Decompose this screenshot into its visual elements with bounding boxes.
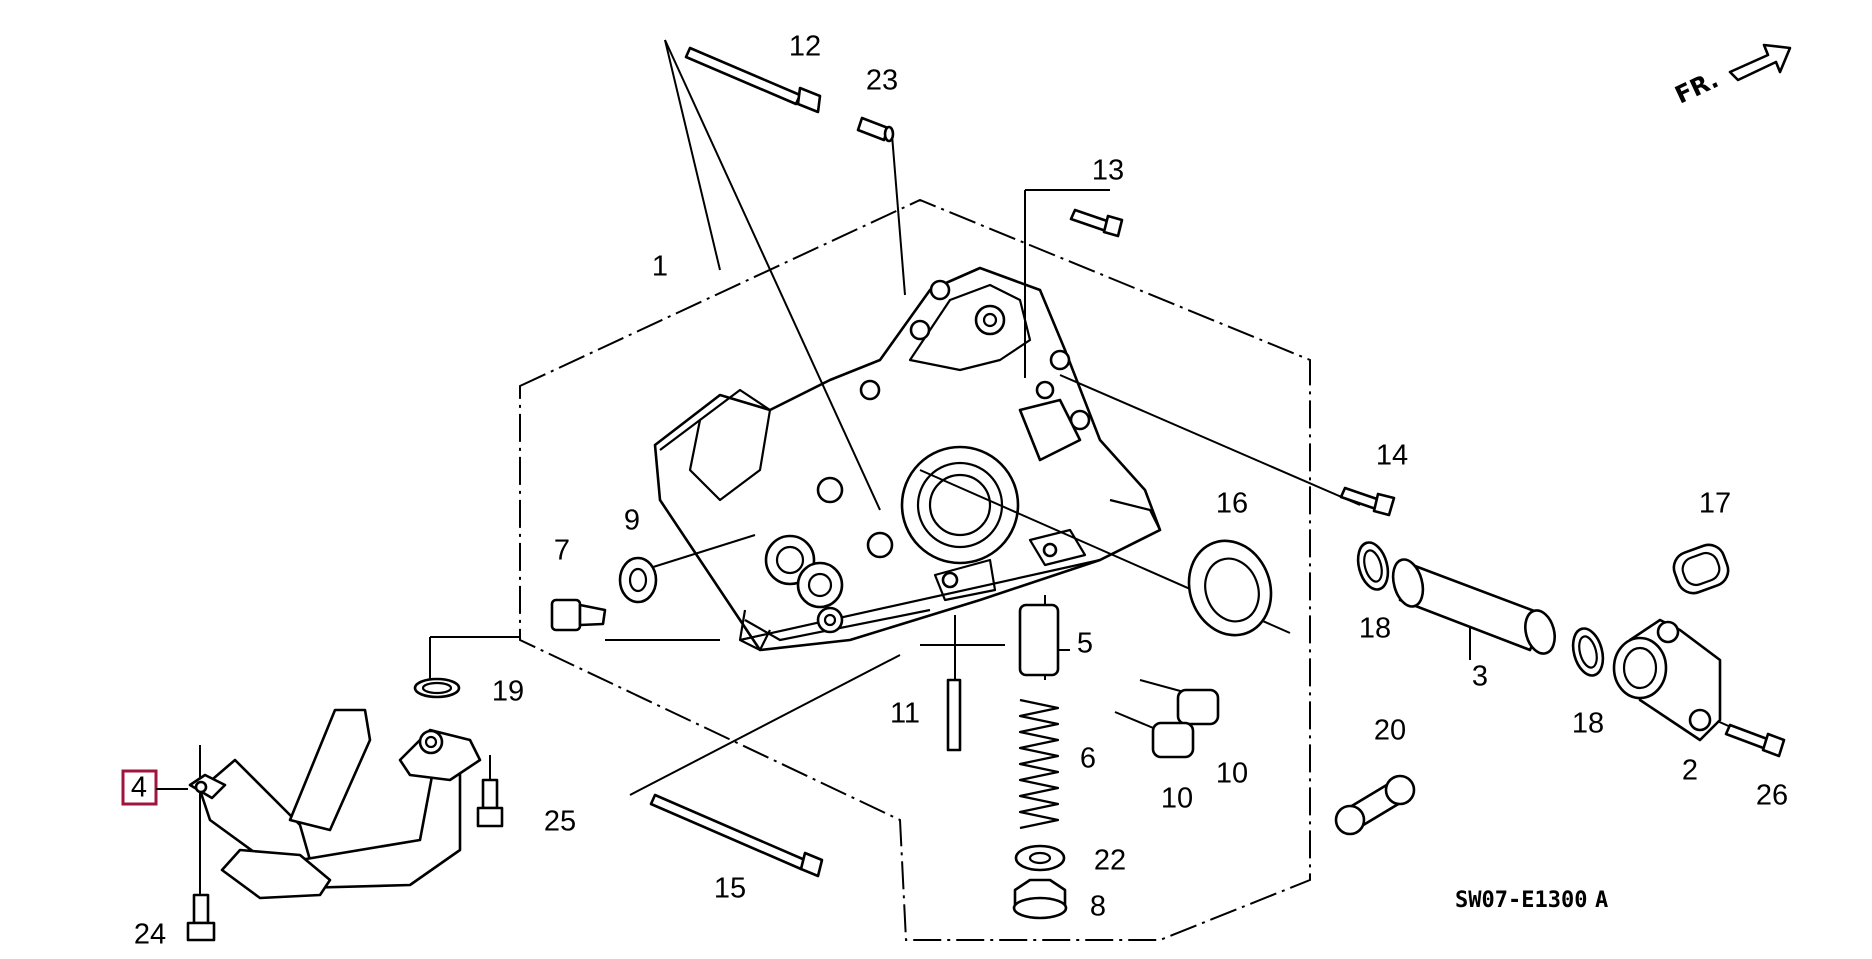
oil-seal-16[interactable]	[1176, 529, 1284, 647]
highlighted-part-4[interactable]: 4	[121, 769, 188, 806]
label-part-18a: 18	[1359, 613, 1391, 645]
label-part-17: 17	[1699, 488, 1731, 520]
bolt-25[interactable]	[476, 778, 504, 828]
label-part-11: 11	[890, 698, 920, 730]
oil-pump-body[interactable]	[653, 266, 1162, 652]
label-part-10a: 10	[1216, 758, 1248, 790]
bolt-15[interactable]	[649, 793, 824, 878]
label-part-25: 25	[544, 806, 576, 838]
assembly-boundary	[519, 198, 1311, 941]
label-part-16: 16	[1216, 488, 1248, 520]
oil-strainer-4[interactable]	[188, 708, 482, 900]
label-part-15: 15	[714, 873, 746, 905]
o-ring-18-right[interactable]	[1568, 625, 1607, 679]
bolt-12[interactable]	[684, 46, 822, 114]
label-part-5: 5	[1077, 628, 1093, 660]
label-part-2: 2	[1682, 755, 1698, 787]
label-part-23: 23	[866, 65, 898, 97]
label-part-10b: 10	[1161, 783, 1193, 815]
dowel-pins-10[interactable]	[1151, 688, 1220, 759]
label-part-3: 3	[1472, 661, 1488, 693]
label-part-20: 20	[1374, 715, 1406, 747]
front-arrow-icon	[1728, 43, 1792, 82]
label-part-14: 14	[1376, 440, 1408, 472]
relief-spring-6[interactable]	[1018, 698, 1060, 830]
o-ring-17[interactable]	[1669, 540, 1732, 597]
relief-valve-5[interactable]	[1018, 603, 1060, 677]
bolt-14[interactable]	[1339, 486, 1396, 517]
water-passage-2[interactable]	[1612, 618, 1722, 742]
diagram-code-text: SW07-E1300	[1455, 888, 1587, 913]
washer-22[interactable]	[1014, 844, 1066, 872]
connecting-pipe-3[interactable]	[1388, 556, 1559, 657]
front-indicator-label: FR.	[1671, 65, 1723, 109]
o-ring-19[interactable]	[413, 677, 461, 699]
label-part-19: 19	[492, 676, 524, 708]
label-part-18b: 18	[1572, 708, 1604, 740]
stud-bolt-11[interactable]	[946, 678, 962, 752]
label-part-12: 12	[789, 31, 821, 63]
dowel-pin-23[interactable]	[856, 116, 895, 143]
label-part-24: 24	[134, 919, 166, 951]
plug-bolt-7[interactable]	[550, 598, 607, 632]
label-part-26: 26	[1756, 780, 1788, 812]
gasket-20[interactable]	[1334, 774, 1416, 836]
bolt-26[interactable]	[1724, 723, 1786, 758]
o-ring-18-left[interactable]	[1353, 539, 1392, 593]
label-part-7: 7	[554, 535, 570, 567]
label-part-22: 22	[1094, 845, 1126, 877]
sealing-bolt-8[interactable]	[1012, 878, 1068, 920]
label-part-4: 4	[131, 772, 147, 804]
highlight-box	[121, 769, 158, 806]
label-part-1: 1	[652, 251, 668, 283]
label-part-13: 13	[1092, 155, 1124, 187]
label-part-6: 6	[1080, 743, 1096, 775]
label-part-9: 9	[624, 505, 640, 537]
part-labels: 1 2 3 5 6 7 8 9 10 10 11 12 13 14 15 16 …	[134, 31, 1788, 951]
bolt-13[interactable]	[1069, 208, 1124, 238]
diagram-code-suffix: A	[1595, 888, 1608, 913]
front-direction-indicator: FR.	[1671, 43, 1792, 109]
bolt-24[interactable]	[186, 893, 216, 942]
label-part-8: 8	[1090, 891, 1106, 923]
diagram-code: SW07-E1300 A	[1455, 888, 1608, 913]
washer-9[interactable]	[618, 556, 658, 604]
